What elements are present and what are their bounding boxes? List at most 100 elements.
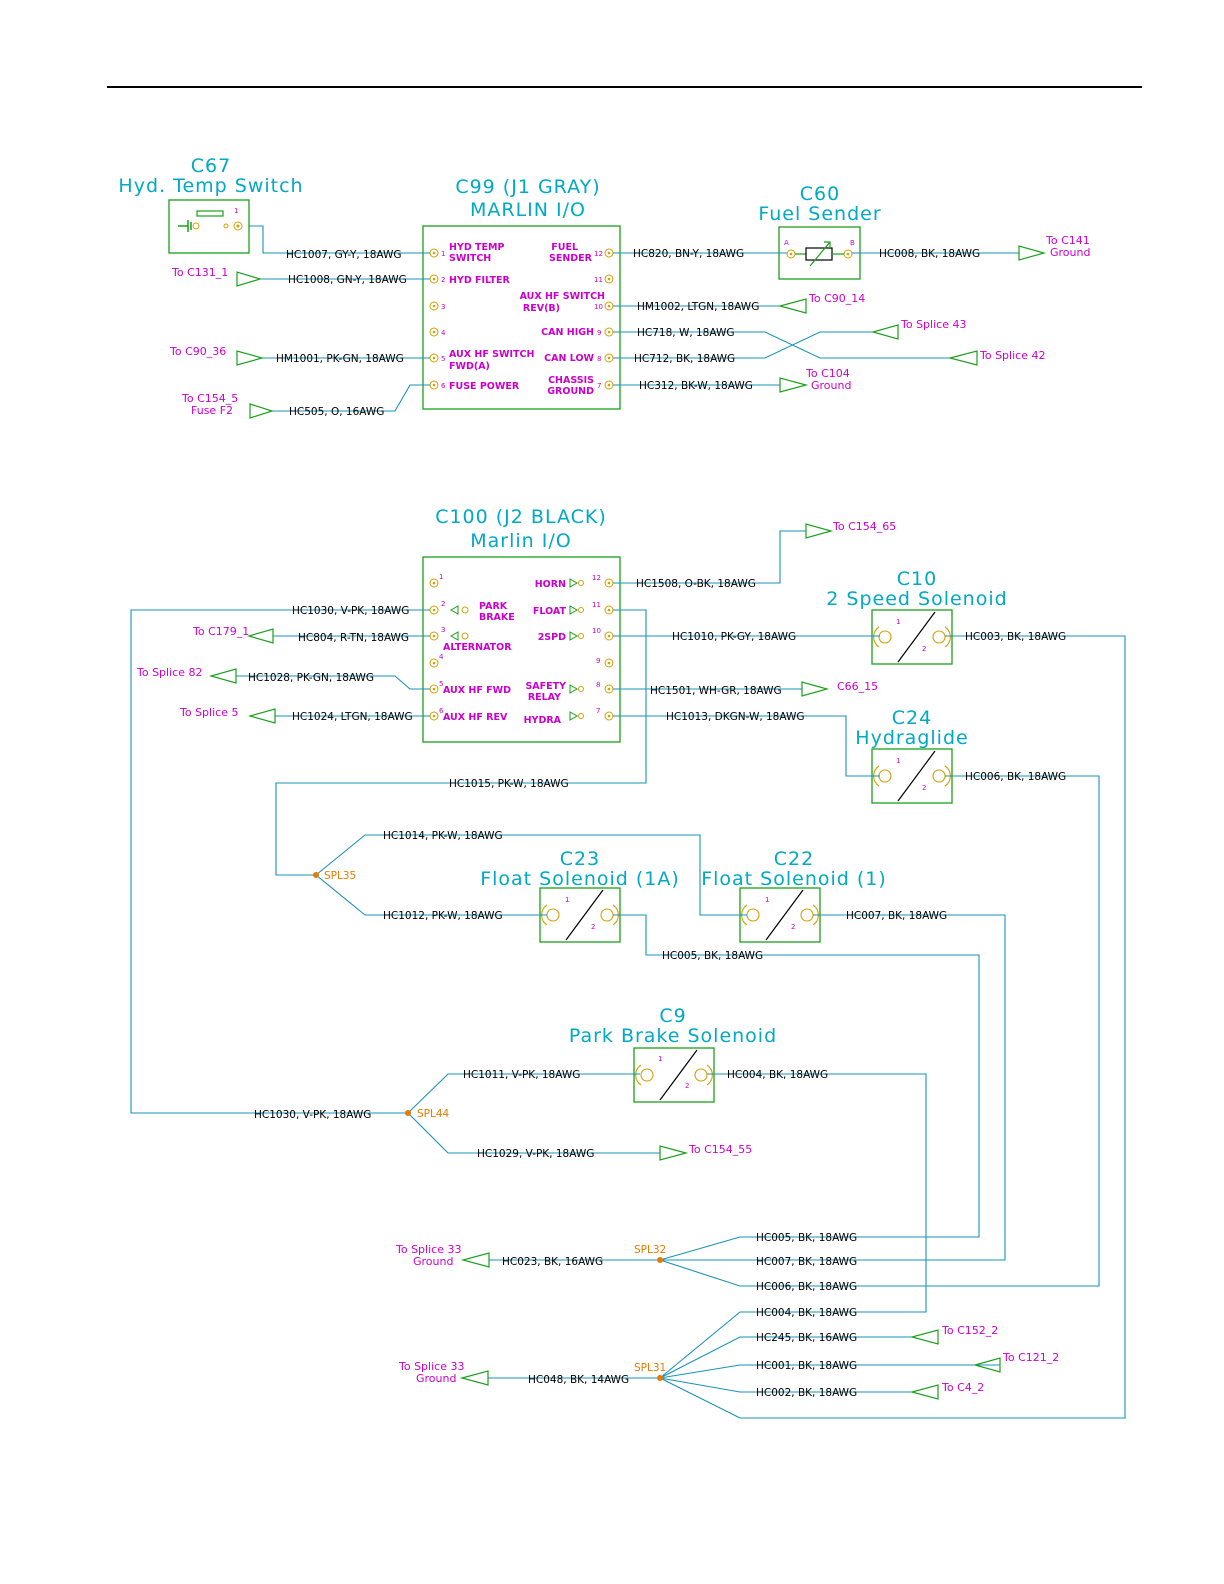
arrow-c90-14-icon [777, 298, 807, 314]
svg-text:SENDER: SENDER [549, 253, 593, 264]
dest-splice-33b: To Splice 33 [398, 1360, 464, 1373]
dest-splice-5: To Splice 5 [179, 706, 238, 719]
c100-pin7-label: HYDRA [524, 715, 562, 726]
wire-hc1013: HC1013, DKGN-W, 18AWG [666, 711, 805, 723]
svg-text:2: 2 [685, 1082, 689, 1090]
dest-c90-36: To C90_36 [169, 345, 226, 358]
dest-splice-42: To Splice 42 [979, 349, 1045, 362]
arrow-c90-36-icon [236, 350, 265, 366]
bottom-destinations: To C154_65 To C179_1 To Splice 82 To Spl… [136, 520, 1059, 1400]
wire-hc005-b: HC005, BK, 18AWG [756, 1232, 857, 1244]
splice-spl35 [313, 872, 319, 878]
dest-splice-33a-ground: Ground [413, 1255, 453, 1268]
c99-pin8-label: CAN LOW [544, 353, 594, 364]
c100-pin11-label: FLOAT [533, 606, 567, 617]
dest-splice-43: To Splice 43 [900, 318, 966, 331]
c99-pin10-label: AUX HF SWITCH [520, 291, 605, 302]
dest-splice-33b-ground: Ground [416, 1372, 456, 1385]
wire-hc007-b: HC007, BK, 18AWG [756, 1256, 857, 1268]
svg-text:1: 1 [896, 757, 900, 765]
wire-hc245: HC245, BK, 16AWG [756, 1332, 857, 1344]
arrow-c141-icon [1018, 245, 1047, 261]
wire-hc004-b: HC004, BK, 18AWG [756, 1307, 857, 1319]
wire-hc1008: HC1008, GN-Y, 18AWG [288, 274, 407, 286]
wire-hc1028: HC1028, PK-GN, 18AWG [248, 672, 374, 684]
wire-hc312: HC312, BK-W, 18AWG [639, 380, 753, 392]
wire-hc1508: HC1508, O-BK, 18AWG [636, 578, 756, 590]
wire-hc1501: HC1501, WH-GR, 18AWG [650, 685, 782, 697]
c22-solenoid: C22 Float Solenoid (1) 1 2 [701, 848, 887, 943]
svg-text:SWITCH: SWITCH [449, 253, 491, 264]
svg-text:REV(B): REV(B) [523, 303, 560, 314]
c100-pin10-label: 2SPD [538, 632, 566, 643]
splice-spl31 [657, 1375, 663, 1381]
c24-solenoid: C24 Hydraglide 1 2 [855, 707, 968, 804]
solenoid-coil-icon [741, 889, 819, 941]
c22-id: C22 [774, 848, 814, 870]
svg-text:3: 3 [441, 303, 445, 311]
c22-name: Float Solenoid (1) [701, 868, 887, 890]
svg-text:7: 7 [597, 382, 601, 390]
dest-c104-ground: Ground [811, 379, 851, 392]
dest-c90-14: To C90_14 [808, 292, 865, 305]
arrow-c104-icon [779, 377, 809, 393]
c100-pin6-label: AUX HF REV [443, 712, 508, 723]
c9-solenoid: C9 Park Brake Solenoid 1 2 [569, 1005, 776, 1103]
wire-hc1030: HC1030, V-PK, 18AWG [292, 605, 409, 617]
dest-c154-55: To C154_55 [688, 1143, 752, 1156]
arrow-splice-82-icon [208, 668, 237, 684]
svg-text:12: 12 [592, 574, 601, 582]
c60-name: Fuel Sender [758, 203, 881, 225]
solenoid-coil-icon [541, 889, 619, 941]
arrow-c154-55-icon [659, 1145, 689, 1161]
c9-id: C9 [659, 1005, 686, 1027]
c99-left-pins: 1 HYD TEMP SWITCH 2 HYD FILTER 3 4 5 AUX… [429, 242, 534, 392]
wire-hm1001: HM1001, PK-GN, 18AWG [276, 353, 404, 365]
c99-name: MARLIN I/O [470, 199, 586, 221]
arrow-splice-43-icon [870, 324, 899, 340]
svg-text:6: 6 [439, 707, 444, 715]
dest-c154-5: To C154_5 [181, 392, 238, 405]
top-wires: HC1007, GY-Y, 18AWG HC1008, GN-Y, 18AWG … [249, 225, 1019, 418]
svg-text:3: 3 [441, 626, 445, 634]
c67-id: C67 [191, 155, 231, 177]
svg-text:2: 2 [922, 784, 926, 792]
dest-c66-15: C66_15 [837, 680, 878, 693]
spl35-label: SPL35 [324, 870, 356, 882]
svg-text:GROUND: GROUND [547, 386, 594, 397]
svg-text:5: 5 [441, 355, 445, 363]
wire-hc008: HC008, BK, 18AWG [879, 248, 980, 260]
dest-fuse-f2: Fuse F2 [191, 404, 233, 417]
c99-pin12-label: FUEL [551, 242, 578, 253]
svg-text:6: 6 [441, 382, 446, 390]
wire-hc006: HC006, BK, 18AWG [965, 771, 1066, 783]
arrow-splice-33a-icon [460, 1252, 490, 1268]
splice-spl32 [657, 1257, 663, 1263]
arrow-c66-15-icon [801, 681, 830, 697]
variable-resistor-icon [795, 241, 844, 267]
svg-text:11: 11 [592, 601, 601, 609]
svg-text:RELAY: RELAY [528, 692, 561, 703]
svg-text:A: A [784, 239, 789, 247]
spl44-label: SPL44 [417, 1108, 450, 1120]
top-destinations: To C131_1 To C90_36 To C154_5 Fuse F2 To… [169, 234, 1090, 419]
solenoid-coil-icon [635, 1049, 713, 1101]
wire-hc820: HC820, BN-Y, 18AWG [633, 248, 744, 260]
c99-pin7-label: CHASSIS [548, 375, 594, 386]
wire-hc1029: HC1029, V-PK, 18AWG [477, 1148, 594, 1160]
svg-text:7: 7 [596, 707, 600, 715]
c10-name: 2 Speed Solenoid [826, 588, 1007, 610]
splices: SPL35 SPL44 SPL32 SPL31 [313, 870, 666, 1381]
c100-pin3-label: ALTERNATOR [443, 642, 512, 653]
dest-c152-2: To C152_2 [941, 1324, 998, 1337]
svg-text:1: 1 [765, 896, 769, 904]
c67-connector: C67 Hyd. Temp Switch 1 [118, 155, 303, 254]
dest-splice-82: To Splice 82 [136, 666, 202, 679]
c100-name: Marlin I/O [470, 530, 571, 552]
c99-pin1-label: HYD TEMP [449, 242, 504, 253]
c100-pin8-label: SAFETY [525, 681, 566, 692]
wire-hc1024: HC1024, LTGN, 18AWG [292, 711, 413, 723]
wire-hc001: HC001, BK, 18AWG [756, 1360, 857, 1372]
wire-hc1014: HC1014, PK-W, 18AWG [383, 830, 503, 842]
